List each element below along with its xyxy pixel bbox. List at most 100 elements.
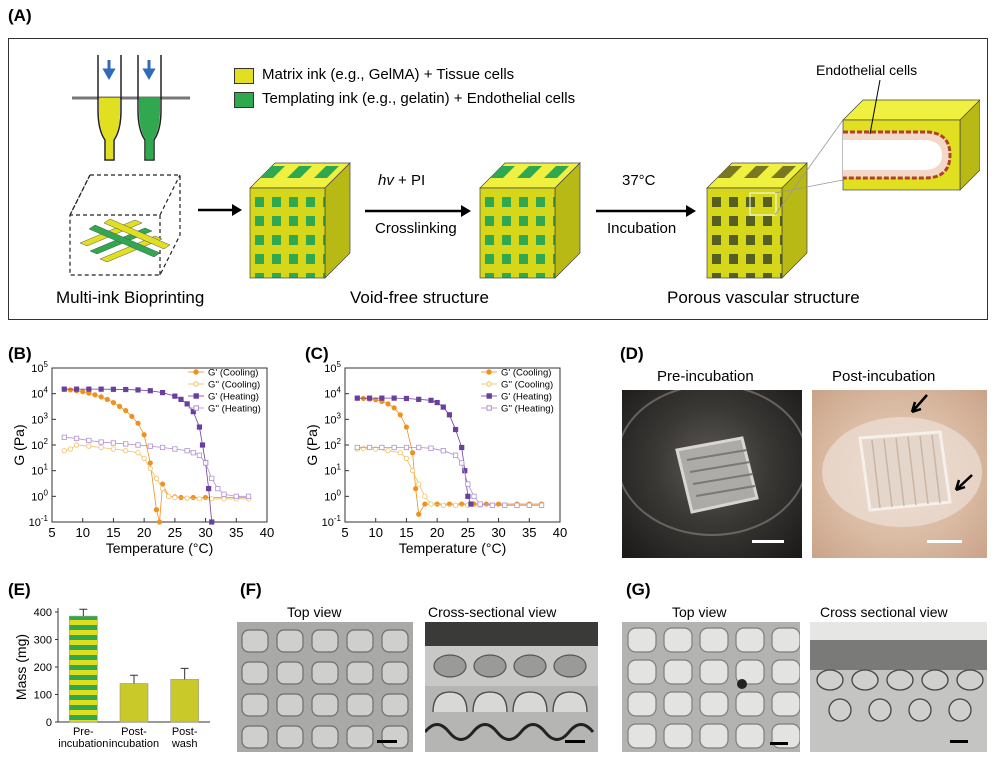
data-point xyxy=(104,396,110,402)
endothelial-cells-label: Endothelial cells xyxy=(816,62,918,78)
data-point xyxy=(428,501,434,507)
data-point xyxy=(468,501,474,507)
data-point xyxy=(86,386,92,392)
x-tick-label: 5 xyxy=(341,525,348,540)
data-point xyxy=(156,519,163,525)
data-point xyxy=(123,441,129,447)
data-point xyxy=(196,496,203,502)
data-point xyxy=(245,493,252,499)
legend-label: G' (Heating) xyxy=(208,392,259,403)
panel-g-cross-view-image xyxy=(810,622,987,752)
y-tick-label: 105 xyxy=(324,360,341,375)
panel-g-top-view-title: Top view xyxy=(672,604,727,620)
legend-marker xyxy=(486,381,492,387)
x-tick-label: incubation xyxy=(58,738,108,750)
x-tick-label: Post- xyxy=(172,726,198,738)
y-tick-label: 100 xyxy=(324,488,341,503)
data-point xyxy=(86,437,92,444)
series-line xyxy=(357,447,542,506)
data-point xyxy=(73,442,80,448)
data-point xyxy=(123,407,129,414)
data-point xyxy=(184,495,190,501)
data-point xyxy=(61,434,67,440)
y-axis-label: G (Pa) xyxy=(12,424,27,465)
data-point xyxy=(67,387,74,393)
data-point xyxy=(440,502,446,508)
data-point xyxy=(110,446,117,452)
data-point xyxy=(61,386,67,392)
data-point xyxy=(80,389,86,395)
y-tick-label: 104 xyxy=(31,386,48,401)
data-point xyxy=(514,502,520,508)
series-line xyxy=(357,447,542,506)
data-point xyxy=(416,444,422,451)
pre-incubation-photo xyxy=(622,390,802,558)
data-point xyxy=(190,409,196,415)
data-point xyxy=(403,424,410,430)
porous-cube-illustration xyxy=(706,162,808,279)
arrow-icon-2 xyxy=(365,205,471,217)
panel-label-f: (F) xyxy=(240,580,262,599)
x-tick-label: 10 xyxy=(368,525,382,540)
data-point xyxy=(403,395,410,402)
x-tick-label: 15 xyxy=(399,525,413,540)
data-point xyxy=(159,444,166,451)
data-point xyxy=(538,502,545,508)
data-point xyxy=(86,443,92,449)
data-point xyxy=(422,493,428,499)
data-point xyxy=(147,466,153,472)
data-point xyxy=(366,395,373,401)
data-point xyxy=(221,491,227,497)
y-tick-label: 300 xyxy=(34,635,52,647)
y-tick-label: 101 xyxy=(324,463,341,478)
series-line xyxy=(64,444,249,500)
x-tick-label: 25 xyxy=(168,525,182,540)
data-point xyxy=(73,435,80,442)
data-point xyxy=(190,494,196,501)
post-incubation-photo xyxy=(812,390,987,558)
data-point xyxy=(391,395,397,401)
endothelial-zoom-illustration xyxy=(774,79,980,216)
data-point xyxy=(116,403,123,409)
legend-marker xyxy=(193,381,199,387)
y-tick-label: 101 xyxy=(31,463,48,478)
data-point xyxy=(98,394,104,400)
data-point xyxy=(153,475,160,481)
x-tick-label: 30 xyxy=(491,525,505,540)
data-point xyxy=(385,448,391,454)
data-point xyxy=(459,444,465,451)
data-point xyxy=(141,455,147,462)
data-point xyxy=(98,439,104,445)
panel-f-top-view-image xyxy=(237,622,413,752)
legend-marker xyxy=(486,405,492,411)
data-point xyxy=(147,443,153,449)
x-tick-label: Post- xyxy=(121,726,147,738)
data-point xyxy=(428,397,434,403)
data-point xyxy=(110,399,117,406)
legend-label: G'' (Heating) xyxy=(208,404,261,415)
legend-marker xyxy=(193,393,199,399)
data-point xyxy=(391,405,397,411)
legend-swatch-templating xyxy=(234,92,254,108)
panel-f-cross-view-image xyxy=(425,622,598,752)
y-tick-label: 100 xyxy=(31,488,48,503)
bar xyxy=(69,615,98,723)
x-tick-label: 20 xyxy=(430,525,444,540)
data-point xyxy=(379,444,385,451)
y-tick-label: 200 xyxy=(34,662,52,674)
data-point xyxy=(98,444,104,451)
panel-label-g: (G) xyxy=(626,580,651,599)
x-tick-label: 30 xyxy=(198,525,212,540)
x-tick-label: wash xyxy=(171,738,198,750)
legend-marker xyxy=(193,405,199,411)
bar xyxy=(170,679,199,723)
data-point xyxy=(110,440,117,446)
panel-f-top-view-title: Top view xyxy=(287,604,342,620)
legend-marker xyxy=(193,369,199,375)
data-point xyxy=(373,397,379,403)
data-point xyxy=(526,502,532,508)
arrow-icon-3 xyxy=(596,205,696,217)
data-point xyxy=(465,481,471,487)
